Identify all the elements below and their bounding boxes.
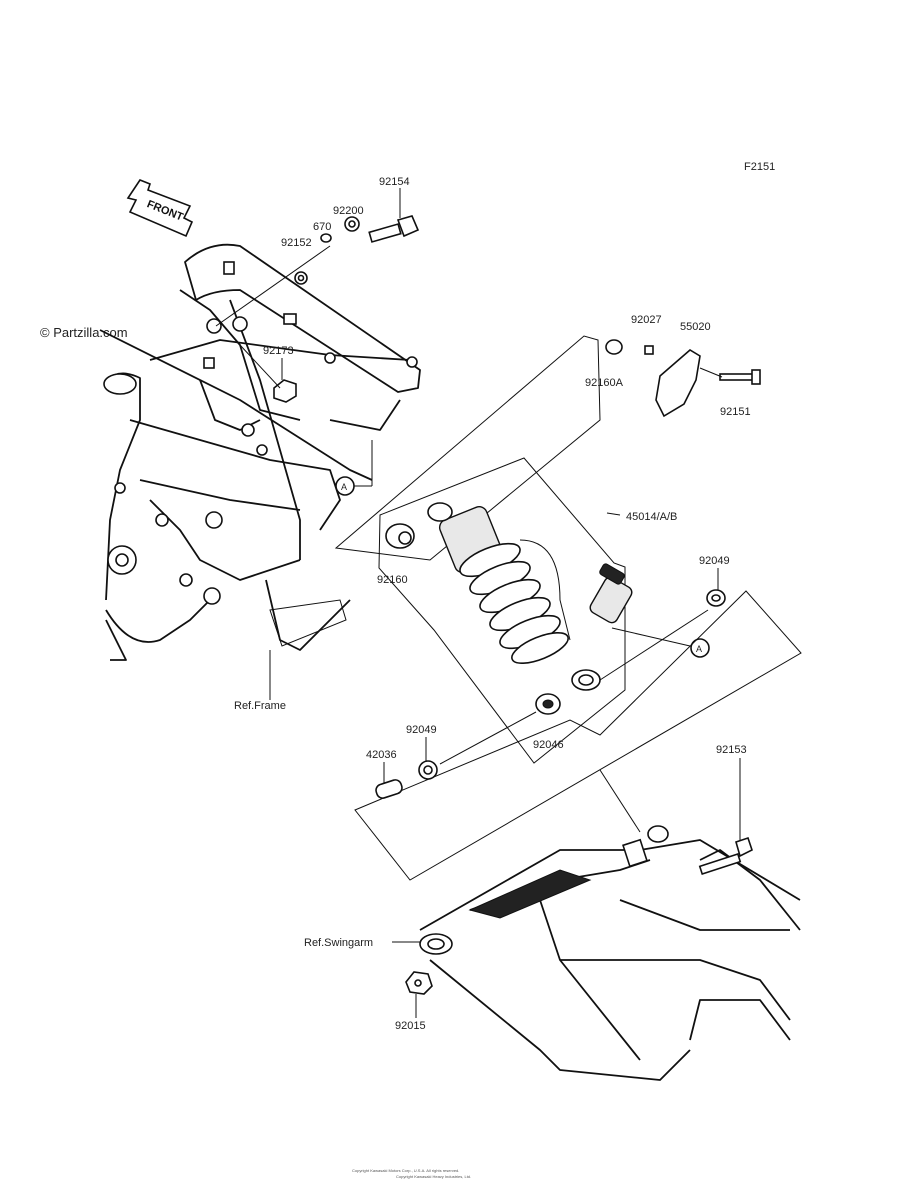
- footer-line-2: Copyright Kawasaki Heavy Industries, Ltd…: [396, 1174, 471, 1179]
- footer-line-1: Copyright Kawasaki Motors Corp., U.S.A. …: [352, 1168, 459, 1173]
- label-ref-frame: Ref.Frame: [234, 700, 286, 712]
- lower-mount-parts: [354, 589, 802, 881]
- callout-a-shock: A: [611, 627, 710, 658]
- sleeve-42036: [375, 779, 403, 799]
- collar-92027: [644, 345, 654, 355]
- label-ref-swingarm: Ref.Swingarm: [304, 937, 373, 949]
- label-92046: 92046: [533, 739, 564, 751]
- label-92160A: 92160A: [585, 377, 624, 389]
- shock-absorber: [378, 457, 633, 764]
- plate-55020: [655, 349, 701, 418]
- bolt-92151: [719, 373, 755, 381]
- spring: [459, 542, 569, 664]
- bolt-92154: [368, 215, 420, 243]
- label-42036: 42036: [366, 749, 397, 761]
- grommet-92160A: [605, 339, 623, 355]
- watermark: © Partzilla.com: [40, 325, 128, 340]
- label-92015: 92015: [395, 1020, 426, 1032]
- label-55020: 55020: [680, 321, 711, 333]
- nut-92173: [273, 379, 297, 403]
- part-labels: 92154 92200 670 92152 92173 92027 55020 …: [234, 176, 751, 1032]
- swingarm-drawing: [405, 769, 801, 1081]
- label-670: 670: [313, 221, 331, 233]
- figure-id: F2151: [744, 161, 775, 173]
- circlip-670: [320, 233, 332, 243]
- label-92200: 92200: [333, 205, 364, 217]
- front-arrow-icon: FRONT: [126, 179, 194, 238]
- callout-a-frame: A: [335, 440, 373, 496]
- label-92027: 92027: [631, 314, 662, 326]
- frame-drawing: [99, 243, 421, 661]
- upper-mount-parts: [215, 215, 420, 403]
- label-92153: 92153: [716, 744, 747, 756]
- svg-text:A: A: [341, 482, 347, 492]
- label-45014: 45014/A/B: [626, 511, 677, 523]
- label-92151: 92151: [720, 406, 751, 418]
- bolt-92153: [698, 853, 742, 875]
- cover-assembly: [334, 335, 761, 561]
- label-92049-lower: 92049: [406, 724, 437, 736]
- svg-text:A: A: [696, 644, 702, 654]
- label-92152: 92152: [281, 237, 312, 249]
- label-92160: 92160: [377, 574, 408, 586]
- label-92173: 92173: [263, 345, 294, 357]
- label-92049-upper: 92049: [699, 555, 730, 567]
- label-92154: 92154: [379, 176, 410, 188]
